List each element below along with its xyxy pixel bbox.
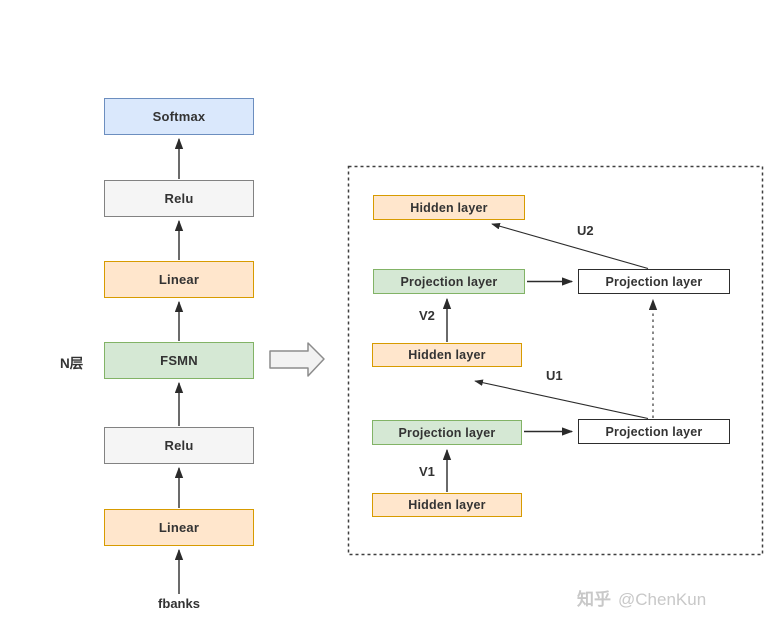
projection-layer-memory-bottom-box: Projection layer	[578, 419, 730, 444]
detail-panel-dashed-border	[347, 165, 764, 556]
watermark-brand: 知乎	[577, 590, 611, 609]
fsmn-box: FSMN	[104, 342, 254, 379]
hidden-layer-top-box: Hidden layer	[373, 195, 525, 220]
v1-label: V1	[419, 464, 435, 479]
fbanks-label: fbanks	[158, 596, 200, 611]
softmax-box: Softmax	[104, 98, 254, 135]
expand-arrow-icon	[269, 342, 325, 377]
u2-label: U2	[577, 223, 594, 238]
relu-lower-box: Relu	[104, 427, 254, 464]
n-layers-label: N层	[60, 356, 84, 371]
watermark: 知乎 @ChenKun	[577, 585, 706, 610]
arrow-u1	[474, 379, 649, 420]
projection-layer-green-bottom-box: Projection layer	[372, 420, 522, 445]
hidden-layer-middle-box: Hidden layer	[372, 343, 522, 367]
watermark-handle: @ChenKun	[618, 590, 707, 609]
hidden-layer-bottom-box: Hidden layer	[372, 493, 522, 517]
detail-panel-arrows	[442, 222, 658, 492]
projection-layer-memory-top-box: Projection layer	[578, 269, 730, 294]
linear-lower-box: Linear	[104, 509, 254, 546]
linear-upper-box: Linear	[104, 261, 254, 298]
projection-layer-green-top-box: Projection layer	[373, 269, 525, 294]
arrow-u2	[491, 222, 649, 270]
u1-label: U1	[546, 368, 563, 383]
relu-upper-box: Relu	[104, 180, 254, 217]
v2-label: V2	[419, 308, 435, 323]
